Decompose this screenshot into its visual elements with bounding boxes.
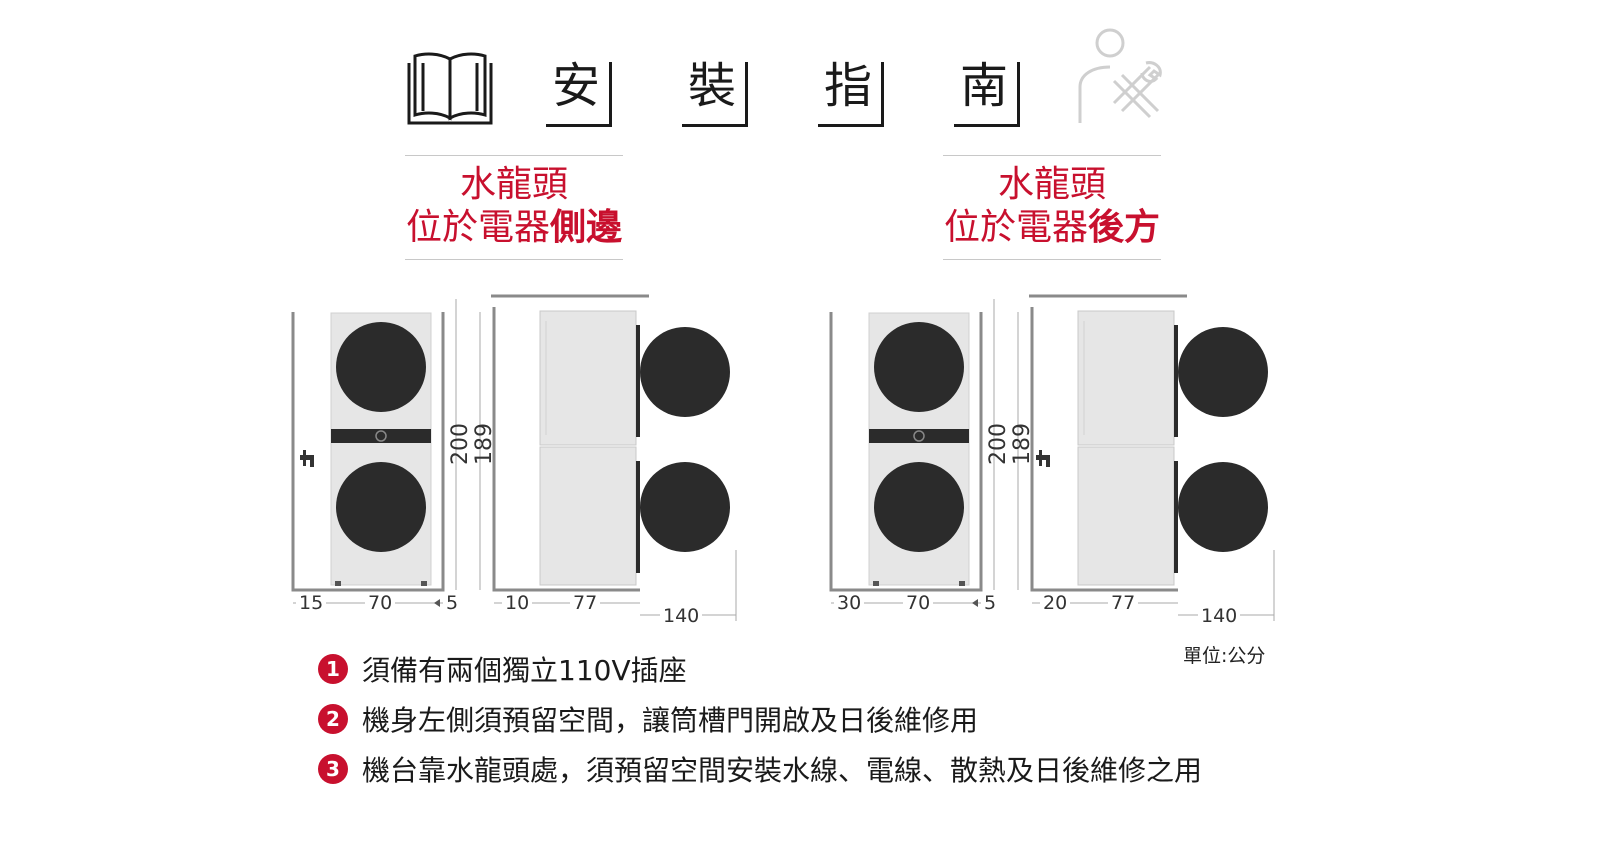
- title-riser-3: [881, 62, 884, 124]
- faucet-icon: [300, 450, 314, 467]
- title-underline-2: [682, 124, 748, 127]
- dim-back-gap: 10: [502, 593, 533, 613]
- title-underline-1: [546, 124, 612, 127]
- dim-front-right-gap: 5: [443, 593, 462, 613]
- installer-wrench-icon: [1078, 28, 1162, 123]
- caption-line2: 位於電器側邊: [385, 208, 643, 248]
- title-char-3: 指: [823, 58, 872, 114]
- dim-height-unit: 189: [1010, 423, 1035, 465]
- caption-line2-plain: 位於電器: [405, 207, 550, 248]
- title-char-2: 裝: [687, 58, 736, 114]
- caption-line1: 水龍頭: [459, 164, 568, 205]
- note-number-badge: 1: [318, 654, 348, 684]
- list-item: 1 須備有兩個獨立110V插座: [318, 650, 687, 688]
- list-item: 3 機台靠水龍頭處，須預留空間安裝水線、電線、散熱及日後維修之用: [318, 750, 1202, 788]
- caption-rule-top: [943, 155, 1161, 156]
- panel-1-drawing: [291, 294, 737, 621]
- title-riser-1: [609, 62, 612, 124]
- note-text: 須備有兩個獨立110V插座: [362, 654, 687, 687]
- note-number-badge: 3: [318, 754, 348, 784]
- caption-rule-bottom: [943, 259, 1161, 260]
- dim-open-depth: 140: [660, 606, 703, 626]
- note-text: 機台靠水龍頭處，須預留空間安裝水線、電線、散熱及日後維修之用: [362, 754, 1203, 787]
- caption-rule-top: [405, 155, 623, 156]
- caption-rule-bottom: [405, 259, 623, 260]
- dim-height-total: 200: [448, 423, 473, 465]
- title-char-1: 安: [551, 58, 600, 114]
- dim-height-total: 200: [986, 423, 1011, 465]
- title-riser-4: [1017, 62, 1020, 124]
- panel-2-drawing: [829, 294, 1275, 621]
- open-book-icon: [407, 52, 493, 125]
- dim-front-width: 70: [365, 593, 396, 613]
- dim-side-depth: 77: [570, 593, 601, 613]
- note-number-badge: 2: [318, 704, 348, 734]
- caption-line2-bold: 後方: [1088, 207, 1161, 248]
- dim-side-depth: 77: [1108, 593, 1139, 613]
- caption-line1: 水龍頭: [997, 164, 1106, 205]
- dim-front-right-gap: 5: [981, 593, 1000, 613]
- dim-open-depth: 140: [1198, 606, 1241, 626]
- dim-back-gap: 20: [1040, 593, 1071, 613]
- title-riser-2: [745, 62, 748, 124]
- dim-side-gap: 30: [834, 593, 865, 613]
- faucet-icon: [1036, 450, 1050, 467]
- title-underline-4: [954, 124, 1020, 127]
- list-item: 2 機身左側須預留空間，讓筒槽門開啟及日後維修用: [318, 700, 978, 738]
- note-text: 機身左側須預留空間，讓筒槽門開啟及日後維修用: [362, 704, 979, 737]
- dim-front-width: 70: [903, 593, 934, 613]
- dim-side-gap: 15: [296, 593, 327, 613]
- title-underline-3: [818, 124, 884, 127]
- caption-line2-bold: 側邊: [550, 207, 623, 248]
- caption-line2: 位於電器後方: [923, 208, 1181, 248]
- caption-line2-plain: 位於電器: [943, 207, 1088, 248]
- unit-label: 單位:公分: [1183, 645, 1266, 667]
- dim-height-unit: 189: [472, 423, 497, 465]
- title-char-4: 南: [959, 58, 1008, 114]
